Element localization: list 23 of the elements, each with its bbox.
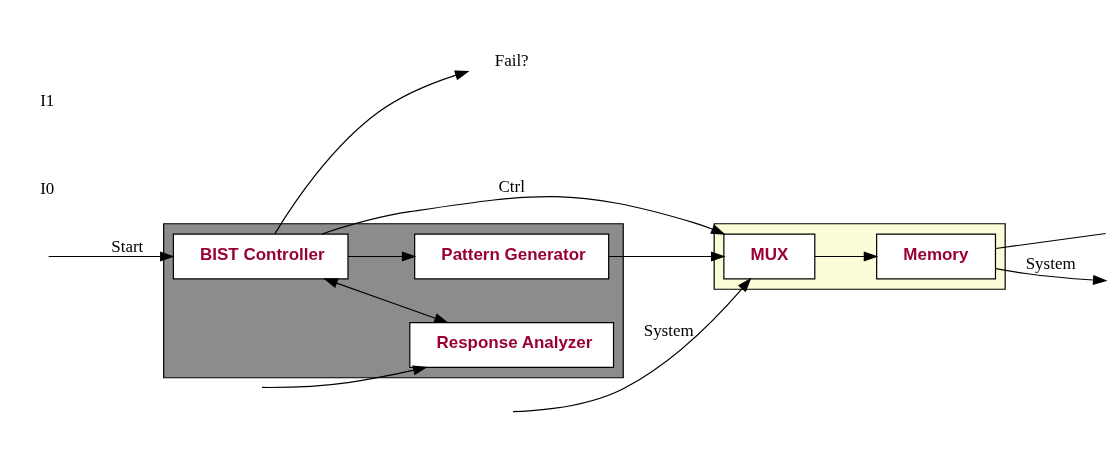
arrow [323,277,449,323]
node-text: Fail? [494,50,529,70]
arrow [274,69,470,234]
arrow [321,195,726,235]
arrow [48,250,175,262]
edge-label: Ctrl [498,176,525,196]
node-box: Memory [876,232,997,280]
label: I1 [40,90,55,110]
label: I0 [40,178,55,198]
node-box: Response Analyzer [409,321,615,368]
node-box: Pattern Generator [414,232,610,280]
connector [995,232,1107,249]
arrow [512,277,752,412]
edge-label: Start [111,236,144,256]
node-box: BIST Controller [172,232,349,280]
arrow [261,364,428,388]
arrow [608,250,726,262]
edge-label: System [643,320,694,340]
edge-label: System [1025,253,1076,273]
arrow [347,250,417,262]
arrow [995,267,1108,285]
arrow [814,250,879,262]
node-box: MUX [723,232,816,280]
